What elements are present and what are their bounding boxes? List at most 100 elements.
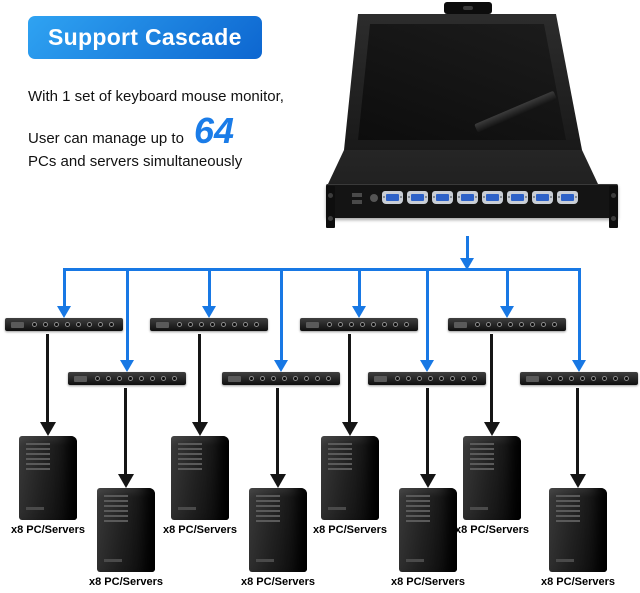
console-camera-bar xyxy=(444,2,492,14)
vga-port-icon xyxy=(532,191,553,204)
console-vga-row xyxy=(382,191,578,204)
kvm-port-icon xyxy=(613,376,618,381)
server-group-label-1: x8 PC/Servers xyxy=(11,524,85,536)
camera-lens-icon xyxy=(463,6,473,10)
server-arrowhead-1 xyxy=(40,422,56,436)
cascade-arrow-7 xyxy=(426,271,429,360)
kvm-port-icon xyxy=(327,322,332,327)
rack-ear-right xyxy=(609,186,618,228)
vga-port-icon xyxy=(482,191,503,204)
server-arrow-3 xyxy=(348,334,351,422)
server-group-label-3: x8 PC/Servers xyxy=(313,524,387,536)
server-arrowhead-6 xyxy=(270,474,286,488)
kvm-port-icon xyxy=(497,322,502,327)
switch-console-port-icon xyxy=(306,321,319,328)
vga-port-inner xyxy=(561,194,574,201)
highlight-number: 64 xyxy=(193,110,234,151)
vga-port-inner xyxy=(536,194,549,201)
kvm-port-icon xyxy=(547,376,552,381)
switch-ports xyxy=(92,376,180,381)
server-arrowhead-8 xyxy=(570,474,586,488)
kvm-console xyxy=(326,2,618,242)
intro-text: With 1 set of keyboard mouse monitor, Us… xyxy=(28,88,318,170)
switch-ports xyxy=(246,376,334,381)
switch-ports xyxy=(29,322,117,327)
kvm-port-icon xyxy=(177,322,182,327)
switch-ports xyxy=(544,376,632,381)
intro-line2: User can manage up to 64 xyxy=(28,113,318,149)
kvm-port-icon xyxy=(382,322,387,327)
kvm-port-icon xyxy=(360,322,365,327)
rack-ear-left xyxy=(326,186,335,228)
kvm-port-icon xyxy=(338,322,343,327)
vga-port-icon xyxy=(407,191,428,204)
kvm-port-icon xyxy=(249,376,254,381)
vga-port-icon xyxy=(382,191,403,204)
intro-line1: With 1 set of keyboard mouse monitor, xyxy=(28,88,284,105)
kvm-port-icon xyxy=(87,322,92,327)
server-arrowhead-2 xyxy=(192,422,208,436)
switch-ports xyxy=(392,376,480,381)
kvm-switch-6 xyxy=(222,372,340,385)
cascade-arrowhead-3 xyxy=(352,306,366,318)
kvm-port-icon xyxy=(150,376,155,381)
switch-console-port-icon xyxy=(74,375,87,382)
kvm-port-icon xyxy=(450,376,455,381)
kvm-switch-3 xyxy=(300,318,418,331)
intro-line2-prefix: User can manage up to xyxy=(28,130,184,147)
vga-port-icon xyxy=(457,191,478,204)
kvm-switch-5 xyxy=(68,372,186,385)
kvm-port-icon xyxy=(508,322,513,327)
pc-tower-7 xyxy=(399,488,457,572)
server-arrowhead-7 xyxy=(420,474,436,488)
kvm-port-icon xyxy=(54,322,59,327)
kvm-port-icon xyxy=(293,376,298,381)
kvm-port-icon xyxy=(624,376,629,381)
kvm-port-icon xyxy=(260,376,265,381)
kvm-port-icon xyxy=(109,322,114,327)
kvm-port-icon xyxy=(580,376,585,381)
kvm-port-icon xyxy=(117,376,122,381)
ps2-port-icon xyxy=(370,194,378,202)
banner-title: Support Cascade xyxy=(48,24,242,50)
kvm-port-icon xyxy=(461,376,466,381)
switch-ports xyxy=(472,322,560,327)
server-group-label-6: x8 PC/Servers xyxy=(241,576,315,588)
server-arrowhead-3 xyxy=(342,422,358,436)
vga-port-icon xyxy=(432,191,453,204)
server-arrow-4 xyxy=(490,334,493,422)
kvm-port-icon xyxy=(95,376,100,381)
kvm-port-icon xyxy=(188,322,193,327)
server-group-label-2: x8 PC/Servers xyxy=(163,524,237,536)
kvm-port-icon xyxy=(128,376,133,381)
vga-port-inner xyxy=(411,194,424,201)
pc-tower-6 xyxy=(249,488,307,572)
cascade-arrow-2 xyxy=(208,271,211,306)
pc-tower-5 xyxy=(97,488,155,572)
switch-console-port-icon xyxy=(526,375,539,382)
vga-port-inner xyxy=(386,194,399,201)
cascade-arrow-5 xyxy=(126,271,129,360)
pc-tower-8 xyxy=(549,488,607,572)
server-arrow-6 xyxy=(276,388,279,474)
cascade-bus-line xyxy=(63,268,581,271)
cascade-arrowhead-6 xyxy=(274,360,288,372)
pc-tower-3 xyxy=(321,436,379,520)
usb-port-icon xyxy=(352,193,362,197)
kvm-port-icon xyxy=(475,322,480,327)
cascade-arrowhead-5 xyxy=(120,360,134,372)
server-arrow-1 xyxy=(46,334,49,422)
cascade-arrow-root xyxy=(466,236,469,258)
kvm-port-icon xyxy=(349,322,354,327)
switch-console-port-icon xyxy=(228,375,241,382)
kvm-port-icon xyxy=(76,322,81,327)
cascade-arrowhead-1 xyxy=(57,306,71,318)
kvm-port-icon xyxy=(552,322,557,327)
pc-tower-2 xyxy=(171,436,229,520)
kvm-port-icon xyxy=(591,376,596,381)
kvm-port-icon xyxy=(315,376,320,381)
cascade-arrow-4 xyxy=(506,271,509,306)
server-group-label-4: x8 PC/Servers xyxy=(455,524,529,536)
cascade-arrowhead-8 xyxy=(572,360,586,372)
usb-port-icon xyxy=(352,200,362,204)
